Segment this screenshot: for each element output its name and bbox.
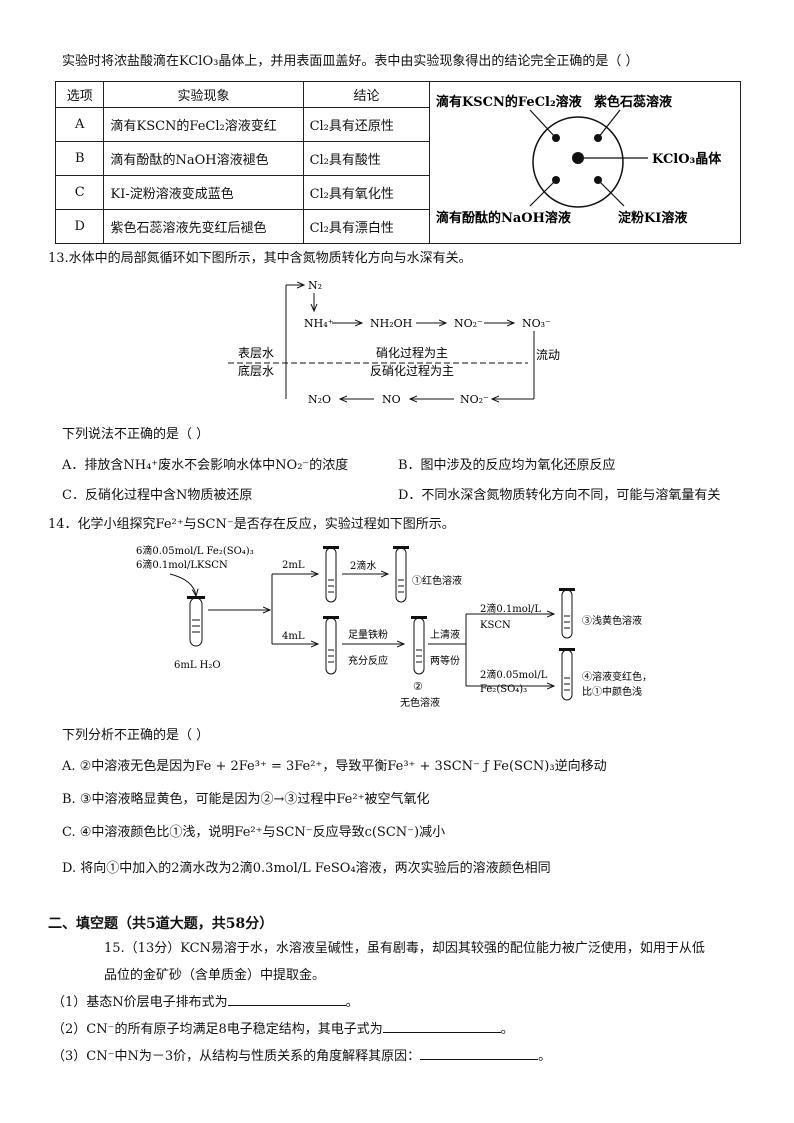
q14-option-a: A. ②中溶液无色是因为Fe + 2Fe³⁺ = 3Fe²⁺，导致平衡Fe³⁺ … [62, 759, 607, 774]
q13-prompt: 下列说法不正确的是（ ） [62, 427, 210, 442]
add-fe-bottom: Fe₂(SO₄)₃ [480, 684, 527, 695]
option-cell: D [54, 209, 105, 244]
table-row: A 滴有KSCN的FeCl₂溶液变红 Cl₂具有还原性 [54, 107, 741, 142]
table-header: 实验现象 [103, 81, 304, 108]
conclusion-cell: Cl₂具有还原性 [302, 107, 431, 142]
q14-prompt: 下列分析不正确的是（ ） [62, 728, 210, 743]
conclusion-cell: Cl₂具有氧化性 [302, 175, 431, 210]
label-ki-starch: 淀粉KI溶液 [618, 210, 687, 226]
q15-line2: 品位的金矿砂（含单质金）中提取金。 [104, 968, 326, 983]
period: 。 [500, 1022, 514, 1037]
phenomenon-cell: 滴有KSCN的FeCl₂溶液变红 [103, 107, 304, 142]
q15-sub1-text: （1）基态N价层电子排布式为 [52, 995, 228, 1010]
label-litmus: 紫色石蕊溶液 [594, 94, 672, 110]
nitrification-label: 硝化过程为主 [376, 345, 448, 360]
split-bottom-label: 两等份 [430, 654, 460, 667]
option-cell: C [54, 175, 105, 210]
q14-stem: 14．化学小组探究Fe²⁺与SCN⁻是否存在反应，实验过程如下图所示。 [48, 517, 455, 532]
branch2-label: 4mL [282, 631, 305, 642]
iron-top-label: 足量铁粉 [348, 628, 388, 641]
option-cell: B [54, 141, 105, 176]
period: 。 [538, 1049, 552, 1064]
flow-label: 流动 [536, 348, 560, 362]
q15-sub3-text: （3）CN⁻中N为－3价，从结构与性质关系的角度解释其原因： [52, 1049, 421, 1064]
q13-option-c: C．反硝化过程中含N物质被还原 [62, 488, 253, 503]
q14-option-d: D. 将向①中加入的2滴水改为2滴0.3mol/L FeSO₄溶液，两次实验后的… [62, 861, 551, 876]
label-naoh: 滴有酚酞的NaOH溶液 [436, 210, 571, 226]
surface-water-label: 表层水 [238, 346, 274, 360]
bottom-water-label: 底层水 [238, 363, 274, 378]
phenomenon-cell: 滴有酚酞的NaOH溶液褪色 [103, 141, 304, 176]
answer-blank-3[interactable] [420, 1047, 539, 1060]
option-cell: A [54, 107, 105, 142]
species-no3: NO₃⁻ [522, 317, 551, 330]
split-top-label: 上清液 [430, 628, 460, 641]
table-header: 结论 [302, 81, 431, 108]
table-row: D 紫色石蕊溶液先变红后褪色 Cl₂具有漂白性 [54, 209, 741, 244]
dish-diagram-cell: 滴有KSCN的FeCl₂溶液 紫色石蕊溶液 KClO₃晶体 滴有酚酞的NaOH溶… [429, 81, 741, 244]
q15-sub2: （2）CN⁻的所有原子均满足8电子稳定结构，其电子式为 。 [52, 1018, 514, 1037]
add-fe-top: 2滴0.05mol/L [480, 668, 548, 681]
conclusion-cell: Cl₂具有酸性 [302, 141, 431, 176]
denitrification-label: 反硝化过程为主 [370, 363, 454, 378]
phenomenon-cell: 紫色石蕊溶液先变红后褪色 [103, 209, 304, 244]
add-water-label: 2滴水 [350, 559, 376, 572]
q15-line1: 15.（13分）KCN易溶于水，水溶液呈碱性，虽有剧毒，却因其较强的配位能力被广… [104, 941, 705, 956]
intro-text: 实验时将浓盐酸滴在KClO₃晶体上，并用表面皿盖好。表中由实验现象得出的结论完全… [62, 54, 639, 69]
q13-option-d: D．不同水深含氮物质转化方向不同，可能与溶氧量有关 [398, 488, 721, 503]
source-tube [189, 597, 203, 647]
table-row: B 滴有酚酞的NaOH溶液褪色 Cl₂具有酸性 [54, 141, 741, 176]
result3-label: ③浅黄色溶液 [582, 614, 642, 627]
q15-sub3: （3）CN⁻中N为－3价，从结构与性质关系的角度解释其原因： 。 [52, 1045, 551, 1064]
species-no2: NO₂⁻ [454, 317, 483, 330]
reagent-line1: 6滴0.05mol/L Fe₂(SO₄)₃ [136, 544, 254, 557]
result4-line2: 比①中颜色浅 [582, 685, 642, 698]
species-nh2oh: NH₂OH [370, 317, 412, 330]
iron-bottom-label: 充分反应 [348, 654, 388, 667]
water-label: 6mL H₂O [174, 660, 221, 671]
label-kclo3: KClO₃晶体 [652, 151, 722, 167]
result4-line1: ④溶液变红色， [582, 670, 652, 683]
answer-blank-2[interactable] [382, 1020, 501, 1033]
q15-sub2-text: （2）CN⁻的所有原子均满足8电子稳定结构，其电子式为 [52, 1022, 383, 1037]
q13-option-b: B．图中涉及的反应均为氧化还原反应 [398, 458, 616, 473]
q14-option-b: B. ③中溶液略显黄色，可能是因为②→③过程中Fe²⁺被空气氧化 [62, 792, 430, 807]
phenomenon-cell: KI-淀粉溶液变成蓝色 [103, 175, 304, 210]
table-row: C KI-淀粉溶液变成蓝色 Cl₂具有氧化性 [54, 175, 741, 210]
species-no: NO [382, 393, 401, 406]
result1-label: ①红色溶液 [412, 574, 462, 587]
q13-option-a: A．排放含NH₄⁺废水不会影响水体中NO₂⁻的浓度 [62, 458, 349, 473]
q13-stem: 13.水体中的局部氮循环如下图所示，其中含氮物质转化方向与水深有关。 [48, 251, 472, 266]
period: 。 [345, 995, 359, 1010]
nitrogen-cycle-diagram: N₂ NH₄⁺ NH₂OH NO₂⁻ NO₃⁻ 表层水 底层水 硝化过程为主 反… [228, 279, 560, 406]
species-nh4: NH₄⁺ [304, 317, 334, 330]
add-kscn-top: 2滴0.1mol/L [480, 602, 541, 615]
answer-blank-1[interactable] [227, 993, 346, 1006]
reagent-line2: 6滴0.1mol/LKSCN [136, 558, 228, 571]
q15-sub1: （1）基态N价层电子排布式为 。 [52, 991, 359, 1010]
branch1-label: 2mL [282, 560, 305, 571]
species-n2o: N₂O [308, 393, 331, 406]
label-kscn-fecl2: 滴有KSCN的FeCl₂溶液 [436, 94, 582, 110]
tube2-label: ② [413, 680, 423, 693]
tube2-desc: 无色溶液 [400, 696, 440, 709]
fe-scn-experiment-diagram: 6滴0.05mol/L Fe₂(SO₄)₃ 6滴0.1mol/LKSCN 6mL… [136, 544, 652, 709]
conclusion-cell: Cl₂具有漂白性 [302, 209, 431, 244]
n2-label: N₂ [308, 279, 322, 292]
experiment-table: 选项 实验现象 结论 滴有KSCN的FeCl₂溶液 紫色石蕊溶液 KClO₃晶体… [54, 81, 741, 244]
table-header: 选项 [54, 81, 105, 108]
q14-option-c: C. ④中溶液颜色比①浅，说明Fe²⁺与SCN⁻反应导致c(SCN⁻)减小 [62, 825, 446, 840]
species-no2-bottom: NO₂⁻ [460, 393, 489, 406]
section2-title: 二、填空题（共5道大题，共58分） [48, 916, 274, 932]
dish-diagram: 滴有KSCN的FeCl₂溶液 紫色石蕊溶液 KClO₃晶体 滴有酚酞的NaOH溶… [436, 94, 722, 226]
add-kscn-bottom: KSCN [480, 620, 511, 631]
